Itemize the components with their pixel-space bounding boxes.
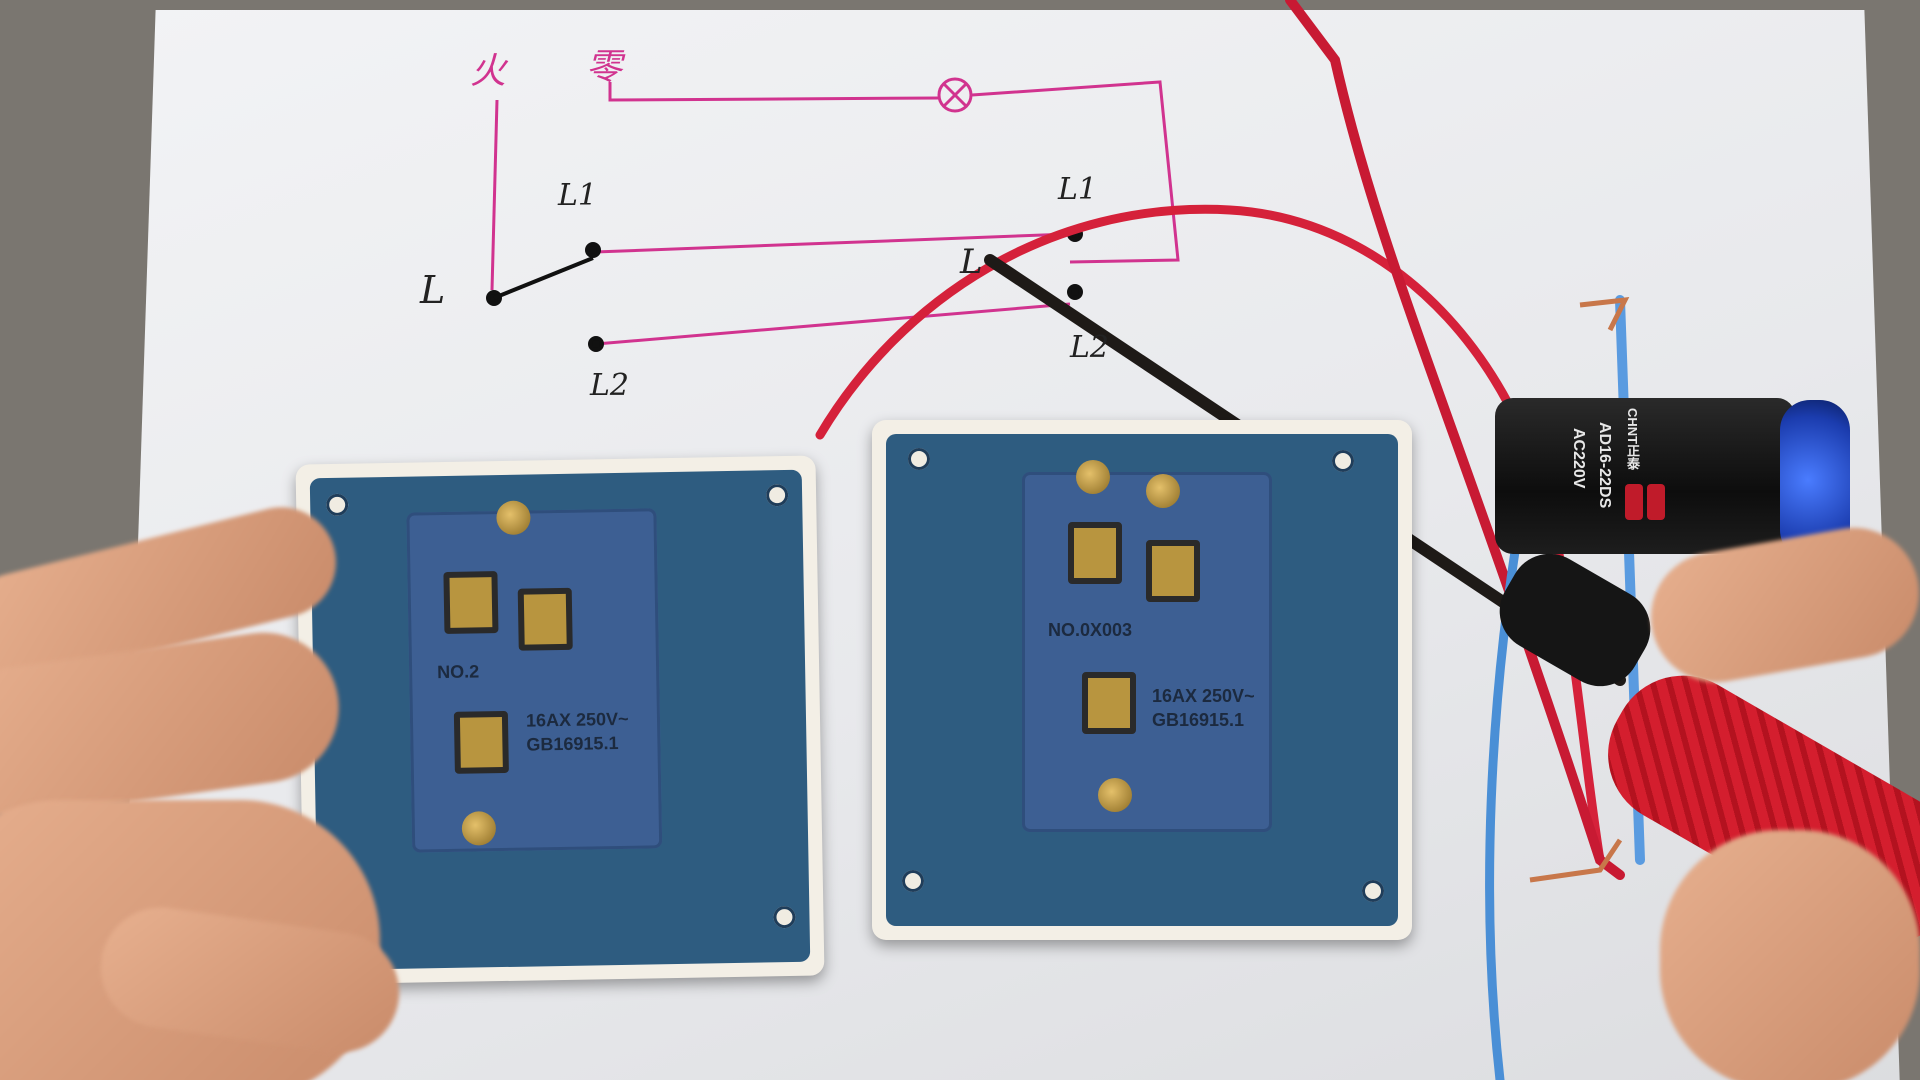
terminal-screw — [461, 811, 497, 846]
wire-l1-traveler — [594, 232, 1071, 254]
socket-right-model: NO.0X003 — [1048, 620, 1133, 640]
terminal-screw — [1098, 778, 1132, 812]
terminal-block-right: NO.0X003 16AX 250V~ GB16915.1 — [1022, 460, 1272, 832]
indicator-light-body: AD16-22DS AC220V CHNT正泰 — [1495, 398, 1795, 554]
copper-tip-top — [1579, 297, 1630, 332]
terminal-screw — [496, 500, 531, 536]
switch-left-blade — [493, 256, 594, 300]
label-right-l1: L1 — [1058, 172, 1098, 207]
terminal-hole — [453, 710, 509, 774]
socket-left-standard: GB16915.1 — [526, 732, 619, 755]
indicator-red-window — [1647, 484, 1665, 520]
terminal-hole — [443, 571, 499, 635]
mount-hole — [902, 870, 924, 892]
switch-panel-right: NO.0X003 16AX 250V~ GB16915.1 — [872, 420, 1412, 940]
wire-fire-line — [490, 99, 499, 291]
label-left-l: L — [420, 268, 446, 312]
terminal-block-left: NO.2 16AX 250V~ GB16915.1 — [406, 500, 663, 853]
label-zero: 零 — [586, 47, 623, 88]
terminal-hole — [1082, 672, 1136, 734]
socket-left-rating: 16AX 250V~ — [525, 708, 629, 731]
socket-right-standard: GB16915.1 — [1152, 710, 1245, 730]
wire-zero-line — [608, 82, 941, 102]
indicator-brand: CHNT正泰 — [1625, 408, 1640, 471]
label-left-l2: L2 — [590, 368, 630, 403]
copper-tip-bottom — [1529, 838, 1623, 883]
right-hand-thumb — [1660, 830, 1920, 1080]
switch-left-l1-dot — [585, 242, 601, 258]
label-right-l: L — [960, 242, 983, 282]
wire-l2-traveler — [595, 302, 1071, 346]
socket-right-rating: 16AX 250V~ — [1152, 686, 1255, 706]
indicator-red-window — [1625, 484, 1643, 520]
indicator-model: AD16-22DS — [1596, 422, 1613, 509]
mount-hole — [1362, 880, 1384, 902]
terminal-screw — [1146, 474, 1180, 508]
switch-left-l2-dot — [588, 336, 604, 352]
terminal-screw — [1076, 460, 1110, 494]
mount-hole — [908, 448, 930, 470]
wire-lamp-to-right — [971, 80, 1180, 264]
label-right-l2: L2 — [1070, 330, 1110, 365]
indicator-voltage: AC220V — [1570, 428, 1587, 489]
terminal-hole — [1146, 540, 1200, 602]
mount-hole — [1332, 450, 1354, 472]
label-fire: 火 — [470, 51, 507, 92]
terminal-hole — [1068, 522, 1122, 584]
terminal-hole — [517, 587, 573, 651]
red-wire-loop — [815, 204, 1605, 865]
switch-right-l2-dot — [1067, 284, 1083, 300]
socket-left-model: NO.2 — [436, 661, 480, 683]
red-wire-long — [1285, 0, 1625, 880]
label-left-l1: L1 — [558, 178, 598, 213]
lamp-symbol — [937, 77, 973, 113]
